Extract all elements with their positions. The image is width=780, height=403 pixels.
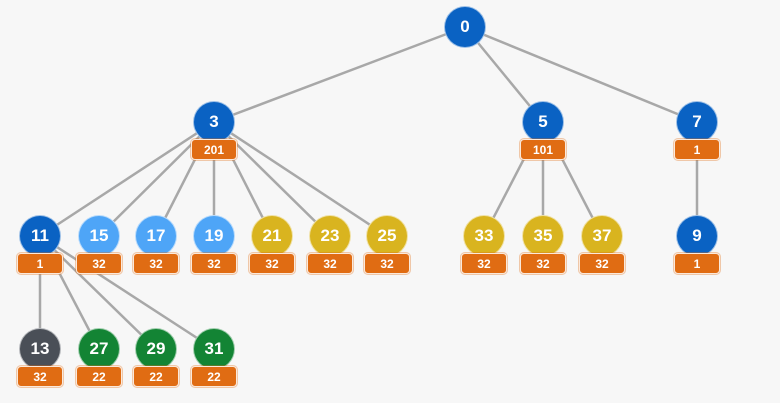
edge-3-25 <box>213 120 388 238</box>
node-21-count-badge: 32 <box>249 253 295 274</box>
node-15-count-badge: 32 <box>76 253 122 274</box>
node-0[interactable]: 0 <box>444 6 486 48</box>
node-25[interactable]: 25 <box>366 215 408 257</box>
node-27[interactable]: 27 <box>78 328 120 370</box>
node-5-count-badge: 101 <box>520 139 566 160</box>
node-35-count-badge: 32 <box>520 253 566 274</box>
node-33-count-badge: 32 <box>461 253 507 274</box>
node-23-count-badge: 32 <box>307 253 353 274</box>
node-25-count-badge: 32 <box>364 253 410 274</box>
edge-3-11 <box>39 120 215 238</box>
node-13-count-badge: 32 <box>17 366 63 387</box>
node-33[interactable]: 33 <box>463 215 505 257</box>
node-29[interactable]: 29 <box>135 328 177 370</box>
node-9-count-badge: 1 <box>674 253 720 274</box>
node-19[interactable]: 19 <box>193 215 235 257</box>
node-15[interactable]: 15 <box>78 215 120 257</box>
node-13[interactable]: 13 <box>19 328 61 370</box>
edge-0-3 <box>213 25 466 124</box>
node-3[interactable]: 3 <box>193 101 235 143</box>
node-37[interactable]: 37 <box>581 215 623 257</box>
node-31[interactable]: 31 <box>193 328 235 370</box>
node-23[interactable]: 23 <box>309 215 351 257</box>
node-19-count-badge: 32 <box>191 253 237 274</box>
node-5[interactable]: 5 <box>522 101 564 143</box>
node-31-count-badge: 22 <box>191 366 237 387</box>
node-7[interactable]: 7 <box>676 101 718 143</box>
node-9[interactable]: 9 <box>676 215 718 257</box>
node-11-count-badge: 1 <box>17 253 63 274</box>
node-3-count-badge: 201 <box>191 139 237 160</box>
edge-11-31 <box>39 234 215 351</box>
edge-0-7 <box>464 25 698 124</box>
node-17-count-badge: 32 <box>133 253 179 274</box>
node-21[interactable]: 21 <box>251 215 293 257</box>
node-7-count-badge: 1 <box>674 139 720 160</box>
node-17[interactable]: 17 <box>135 215 177 257</box>
node-11[interactable]: 11 <box>19 215 61 257</box>
node-37-count-badge: 32 <box>579 253 625 274</box>
node-29-count-badge: 22 <box>133 366 179 387</box>
node-27-count-badge: 22 <box>76 366 122 387</box>
node-35[interactable]: 35 <box>522 215 564 257</box>
